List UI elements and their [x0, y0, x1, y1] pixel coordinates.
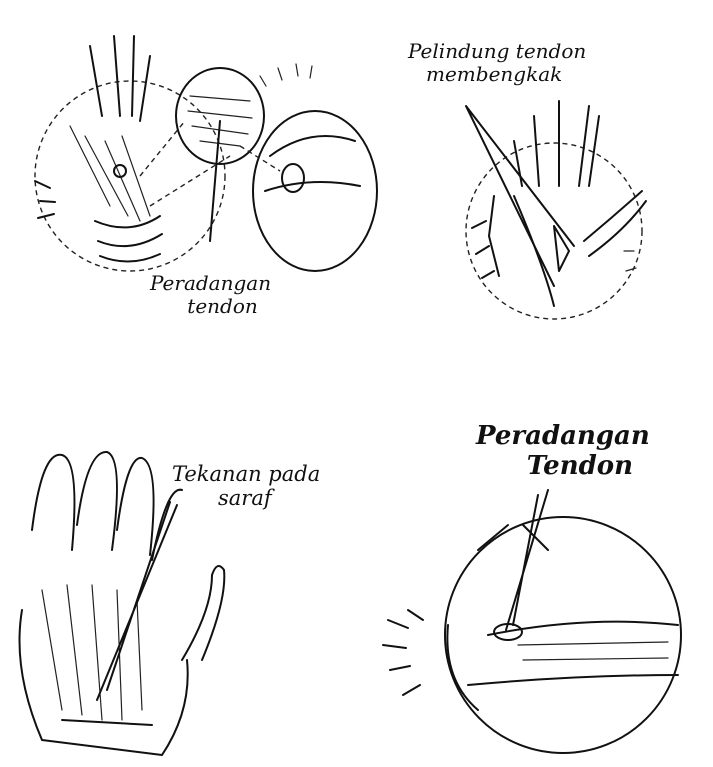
- label-line-2: Tendon: [476, 452, 650, 482]
- swollen-sheath: [554, 226, 569, 271]
- side-marks: [624, 251, 636, 271]
- label-pelindung-tendon-membengkak: Pelindung tendon membengkak: [408, 40, 586, 86]
- label-pointer-lines: [506, 490, 548, 630]
- inflamed-tendon-sheath: [282, 164, 304, 192]
- label-pointer-lines: [97, 502, 177, 700]
- label-line-1: Pelindung tendon: [408, 40, 586, 63]
- label-peradangan-tendon-bold: Peradangan Tendon: [476, 422, 650, 482]
- label-tekanan-pada-saraf: Tekanan pada saraf: [172, 462, 320, 510]
- finger-lines: [90, 36, 150, 121]
- label-pointer: [210, 121, 220, 241]
- label-line-2: tendon: [150, 295, 271, 318]
- wrist-line: [62, 720, 152, 725]
- palm-tendon-lines: [42, 585, 142, 720]
- panel-nerve-compression: Tekanan pada saraf: [2, 410, 348, 765]
- label-line-1: Peradangan: [476, 422, 650, 452]
- zoom-circle-small: [176, 68, 264, 164]
- label-line-1: Peradangan: [150, 272, 271, 295]
- wrist-band: [95, 216, 162, 262]
- label-peradangan-tendon: Peradangan tendon: [150, 272, 271, 318]
- panel-swollen-tendon-sheath: Pelindung tendon membengkak: [394, 6, 710, 340]
- wrist-side-contour: [265, 136, 360, 191]
- panel-wrist-tendon-inflammation: Peradangan tendon: [10, 6, 394, 340]
- panel-elbow-tendon-inflammation: Peradangan Tendon: [348, 410, 710, 765]
- label-line-1: Tekanan pada: [172, 462, 320, 486]
- hand-magnifier-circle: [35, 81, 225, 271]
- pain-rays-top: [260, 64, 312, 86]
- forearm-muscle-lines: [518, 642, 668, 660]
- label-line-2: saraf: [172, 486, 320, 510]
- label-line-2: membengkak: [408, 63, 586, 86]
- finger-outlines: [32, 452, 182, 560]
- wrist-side-circle: [253, 111, 377, 271]
- thumb-outline: [182, 566, 224, 660]
- elbow-magnifier-circle: [445, 517, 681, 753]
- tendon-lines: [70, 126, 150, 221]
- thumb-outline: [584, 191, 646, 256]
- hand-body: [489, 196, 554, 306]
- forearm-outline: [468, 622, 678, 685]
- pain-rays: [383, 610, 423, 695]
